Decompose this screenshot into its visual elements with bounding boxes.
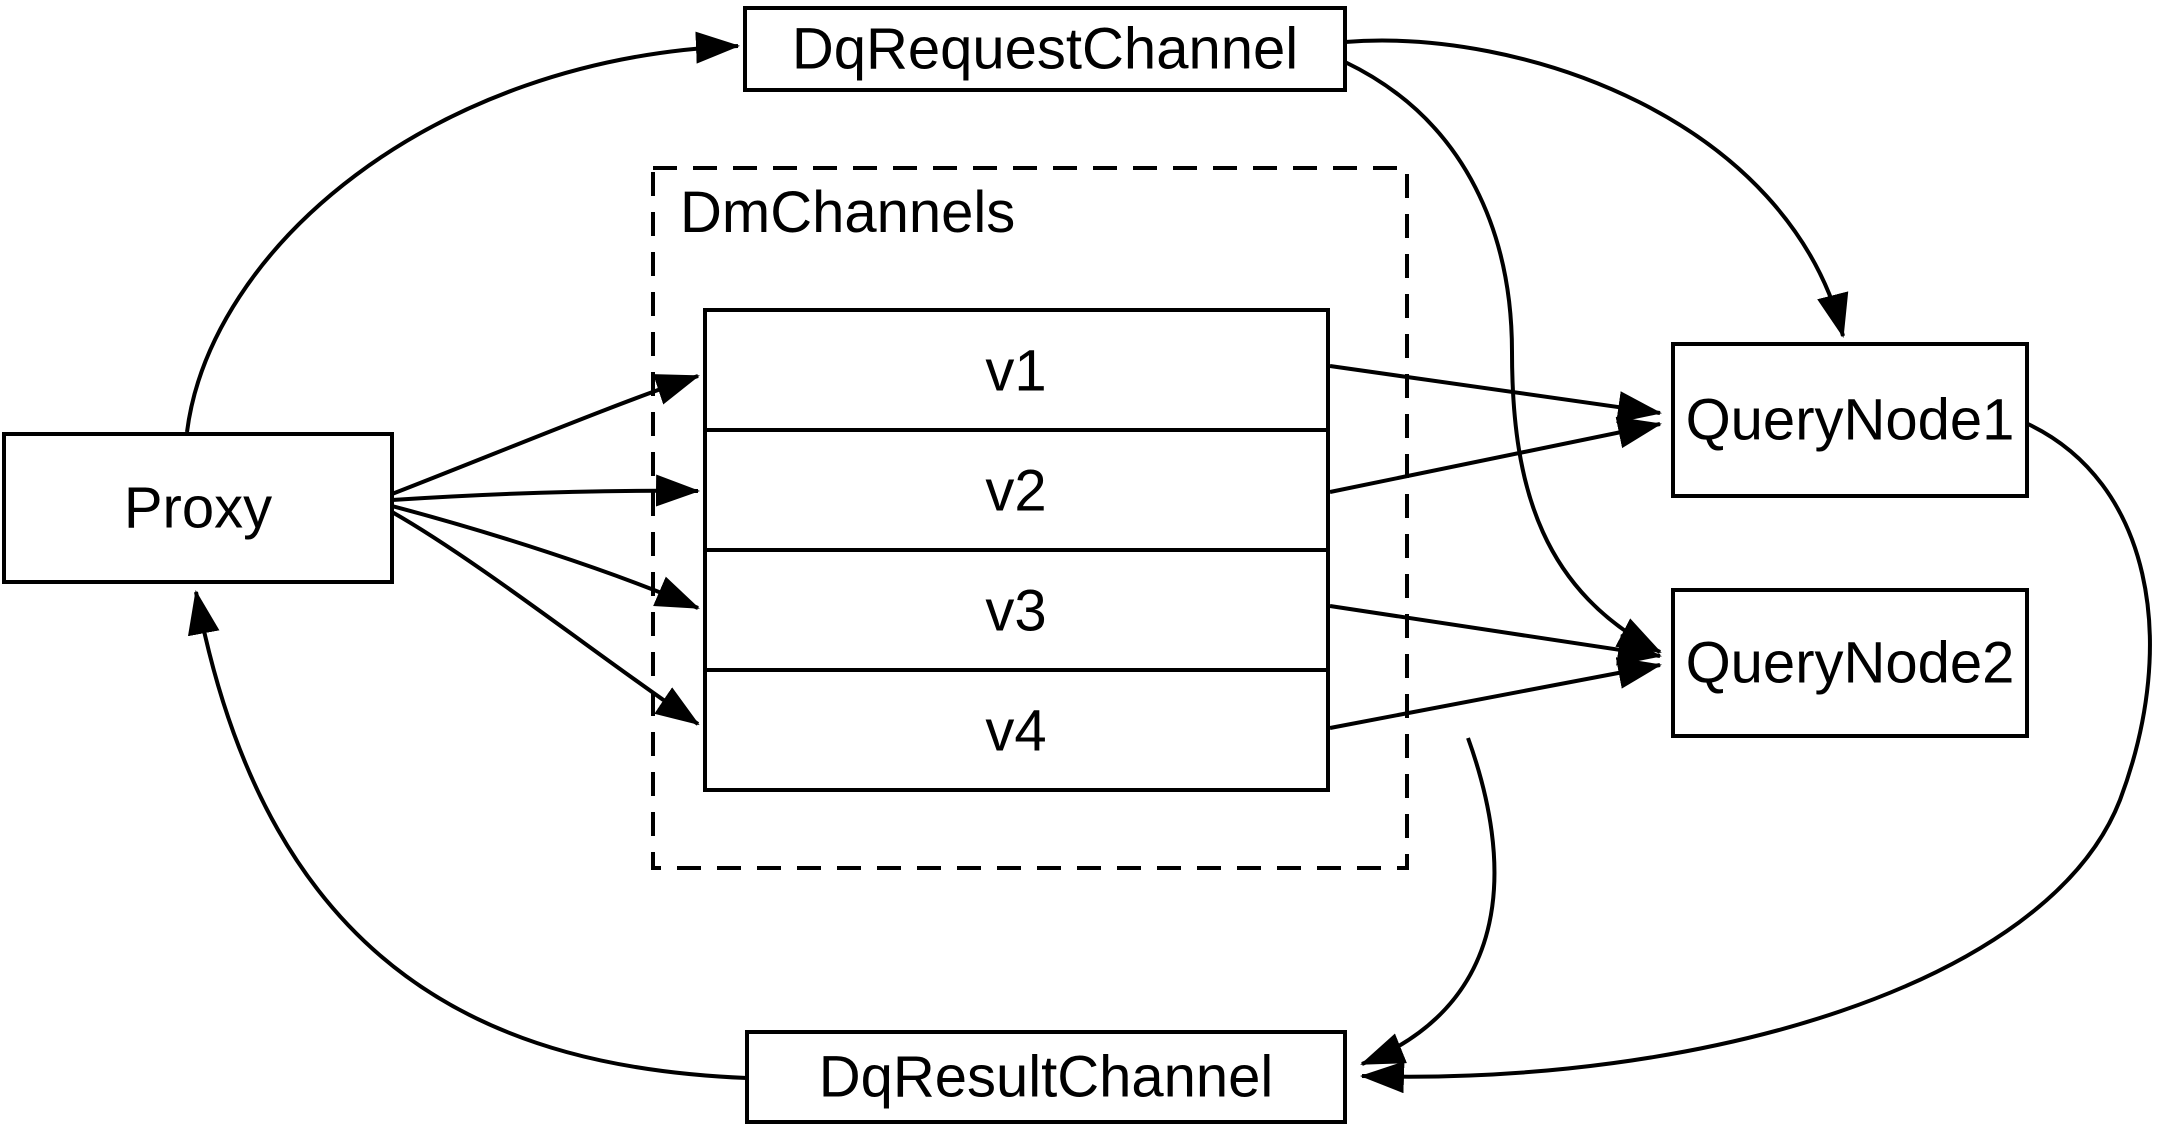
edge-proxy-to-v1 xyxy=(391,374,700,496)
proxy-box xyxy=(2,432,394,584)
edge-v2-to-querynode1 xyxy=(1329,416,1662,494)
edge-querynode2-to-dqresultchannel xyxy=(1360,737,1497,1066)
dq-result-channel-label: DqResultChannel xyxy=(819,1045,1274,1110)
proxy-node: Proxy xyxy=(2,432,394,584)
dq-result-channel-node: DqResultChannel xyxy=(745,1030,1347,1124)
channel-row-v1 xyxy=(703,308,1330,432)
dq-request-channel-box xyxy=(743,6,1347,92)
query-node-1: QueryNode1 xyxy=(1671,342,2029,498)
dq-request-channel-label: DqRequestChannel xyxy=(792,17,1298,82)
dm-channels-container xyxy=(651,166,1409,870)
query-node-1-label: QueryNode1 xyxy=(1686,388,2015,453)
channel-row-v3 xyxy=(703,548,1330,672)
edge-v1-to-querynode1 xyxy=(1329,364,1662,423)
channel-label-v1: v1 xyxy=(985,339,1046,404)
channel-label-v4: v4 xyxy=(985,699,1046,764)
edge-proxy-to-v4 xyxy=(391,510,700,726)
query-node-2: QueryNode2 xyxy=(1671,588,2029,738)
edge-v4-to-querynode2 xyxy=(1329,657,1662,730)
edge-proxy-to-dqrequestchannel xyxy=(185,31,740,433)
edge-proxy-to-v2 xyxy=(391,474,700,507)
channel-label-v2: v2 xyxy=(985,459,1046,524)
channel-row-v4 xyxy=(703,668,1330,792)
dm-channels-label: DmChannels xyxy=(680,180,1015,245)
edges xyxy=(185,31,2152,1094)
dm-channels-group: DmChannels v1 v2 v3 v4 xyxy=(651,166,1409,870)
query-node-2-box xyxy=(1671,588,2029,738)
edge-proxy-to-v3 xyxy=(391,504,700,610)
channel-row-v2 xyxy=(703,428,1330,552)
edge-dqrequestchannel-to-querynode2 xyxy=(1344,60,1662,654)
edge-dqresultchannel-to-proxy xyxy=(187,590,748,1080)
dq-request-channel-node: DqRequestChannel xyxy=(743,6,1347,92)
dm-channels-table: v1 v2 v3 v4 xyxy=(703,308,1330,792)
proxy-label: Proxy xyxy=(124,476,272,541)
dq-result-channel-box xyxy=(745,1030,1347,1124)
edge-querynode1-to-dqresultchannel xyxy=(1360,422,2152,1094)
channel-label-v3: v3 xyxy=(985,579,1046,644)
query-node-2-label: QueryNode2 xyxy=(1686,631,2015,696)
query-node-1-box xyxy=(1671,342,2029,498)
edge-dqrequestchannel-to-querynode1 xyxy=(1344,38,1849,338)
edge-v3-to-querynode2 xyxy=(1329,604,1662,666)
